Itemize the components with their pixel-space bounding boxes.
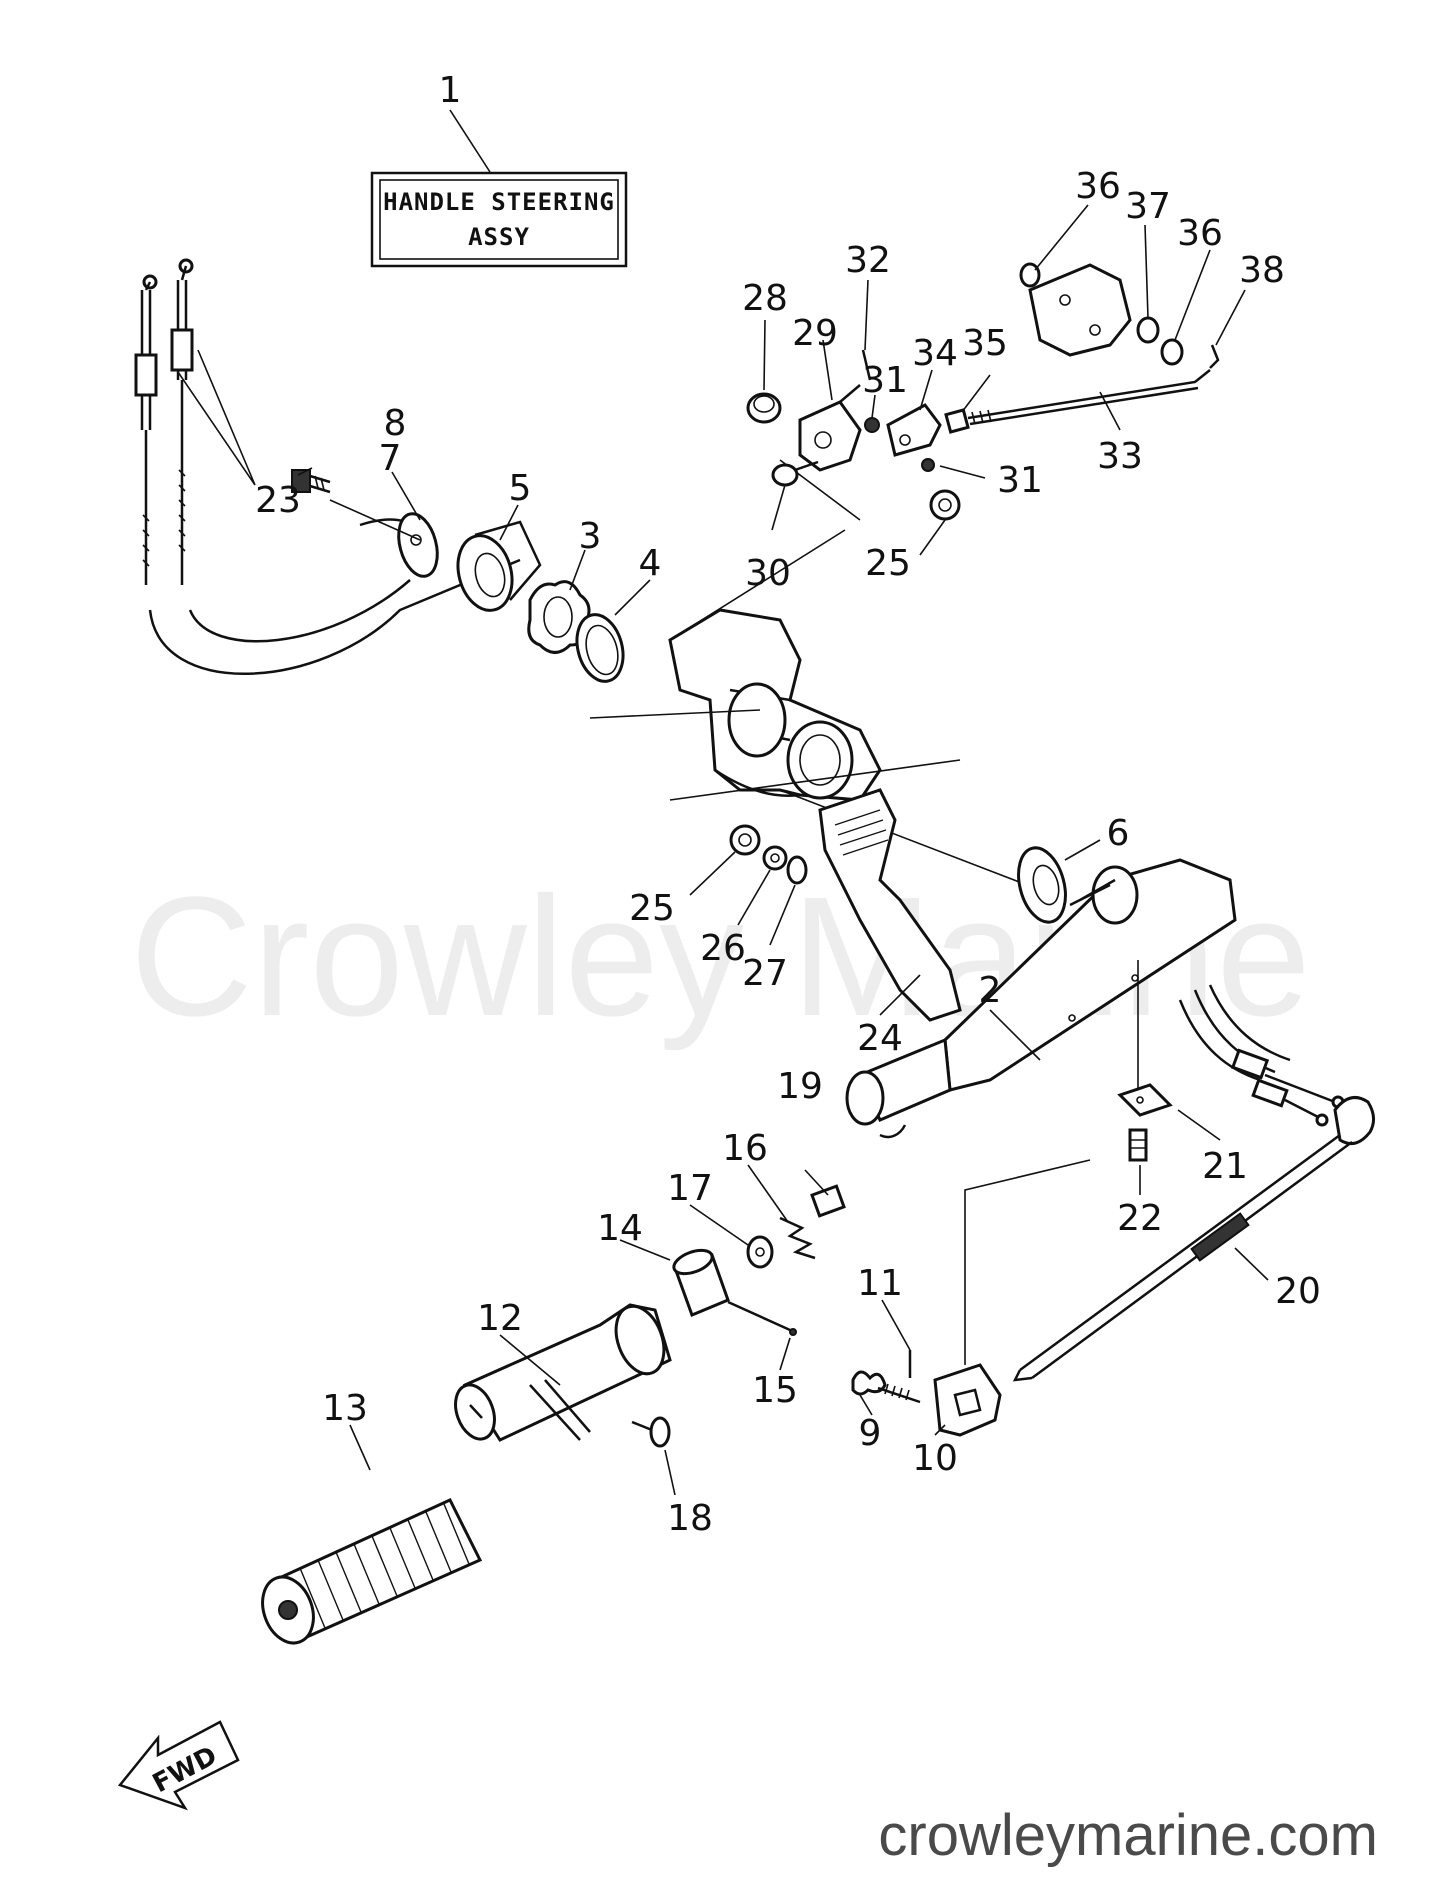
- part-label: 10: [912, 1438, 958, 1479]
- screw-15: [727, 1300, 797, 1336]
- part-label: 36: [1075, 166, 1121, 207]
- part-label: 34: [912, 333, 958, 374]
- bracket-plate: [1028, 263, 1132, 357]
- part-label: 31: [862, 360, 908, 401]
- part-label: 19: [777, 1066, 823, 1107]
- part-label: 38: [1239, 250, 1285, 291]
- part-label: 1: [439, 70, 462, 111]
- part-label: 5: [509, 468, 532, 509]
- part-label: 37: [1125, 186, 1171, 227]
- part-label: 18: [667, 1498, 713, 1539]
- adjuster-rod-20: [1012, 1096, 1375, 1382]
- washer-36-right: [1160, 338, 1184, 366]
- leader-lines: [177, 109, 1269, 1496]
- part-label: 22: [1117, 1198, 1163, 1239]
- steering-bracket: [668, 608, 882, 802]
- bushing-28: [746, 392, 782, 424]
- part-label: 16: [722, 1128, 768, 1169]
- part-label: 28: [742, 278, 788, 319]
- guide-line-10: [964, 1159, 1091, 1365]
- plate-21: [1117, 1083, 1173, 1117]
- clip-31-upper: [864, 417, 880, 433]
- part-label: 29: [792, 313, 838, 354]
- part-label: 6: [1107, 813, 1130, 854]
- part-label: 9: [859, 1413, 882, 1454]
- part-label: 4: [639, 543, 662, 584]
- washer-17: [746, 1235, 774, 1269]
- shift-cable-ends: [1230, 1048, 1345, 1127]
- part-label: 3: [579, 516, 602, 557]
- washer-4: [575, 613, 625, 683]
- part-label: 31: [997, 460, 1043, 501]
- part-label: 12: [477, 1298, 523, 1339]
- title-box: HANDLE STEERING ASSY: [370, 171, 628, 268]
- throttle-grip-13: [261, 1498, 483, 1645]
- forward-arrow-icon: FWD: [117, 1720, 240, 1811]
- title-line-1: HANDLE STEERING: [383, 188, 615, 216]
- plate-7: [397, 512, 439, 578]
- part-label: 13: [322, 1388, 368, 1429]
- part-label: 32: [845, 240, 891, 281]
- collar-5: [456, 520, 542, 612]
- part-label: 35: [962, 323, 1008, 364]
- part-label: 20: [1275, 1271, 1321, 1312]
- shift-lever-24: [818, 788, 962, 1022]
- link-rod-33: [967, 369, 1211, 426]
- cap-19: [810, 1184, 846, 1218]
- spring-16: [779, 1216, 816, 1260]
- part-label: 27: [742, 953, 788, 994]
- part-label: 11: [857, 1263, 903, 1304]
- title-line-2: ASSY: [468, 223, 530, 251]
- part-label: 8: [384, 403, 407, 444]
- part-label: 17: [667, 1168, 713, 1209]
- part-labels: 1 2 3 4 5 6 7 8 9 10 11 12 13 14 15 16 1…: [255, 70, 1321, 1539]
- steering-handle-arm-2: [845, 858, 1291, 1139]
- clip-31-lower: [921, 458, 935, 472]
- collar-14: [672, 1248, 730, 1317]
- part-label: 33: [1097, 436, 1143, 477]
- joint-34: [886, 403, 942, 457]
- part-label: 15: [752, 1370, 798, 1411]
- nut-25-upper: [929, 489, 961, 521]
- part-label: 36: [1177, 213, 1223, 254]
- bolt-8: [291, 469, 331, 494]
- pin-32: [861, 349, 872, 381]
- pin-38: [1209, 344, 1220, 369]
- assembly-guidelines: [329, 459, 1041, 891]
- washer-26: [762, 845, 788, 871]
- wing-bolt-9: [851, 1370, 921, 1404]
- washer-37: [1136, 316, 1160, 344]
- lever-29: [798, 384, 862, 472]
- nut-25-lower: [729, 824, 761, 856]
- part-label: 2: [979, 970, 1002, 1011]
- bolt-22: [1128, 1128, 1148, 1162]
- grip-shaft-12: [454, 1303, 672, 1442]
- part-label: 14: [597, 1208, 643, 1249]
- part-label: 7: [379, 438, 402, 479]
- part-label: 24: [857, 1018, 903, 1059]
- washer-27: [786, 855, 808, 885]
- screw-18: [631, 1416, 671, 1448]
- part-label: 23: [255, 480, 301, 521]
- holder-10: [933, 1363, 1002, 1437]
- part-label: 26: [700, 928, 746, 969]
- washer-6: [1017, 846, 1067, 924]
- part-label: 30: [745, 553, 791, 594]
- nut-35: [944, 408, 970, 434]
- part-label: 25: [629, 888, 675, 929]
- throttle-cables: [134, 258, 521, 675]
- part-label: 25: [865, 543, 911, 584]
- part-label: 21: [1202, 1146, 1248, 1187]
- site-url: crowleymarine.com: [878, 1803, 1378, 1868]
- bolt-30: [771, 460, 819, 487]
